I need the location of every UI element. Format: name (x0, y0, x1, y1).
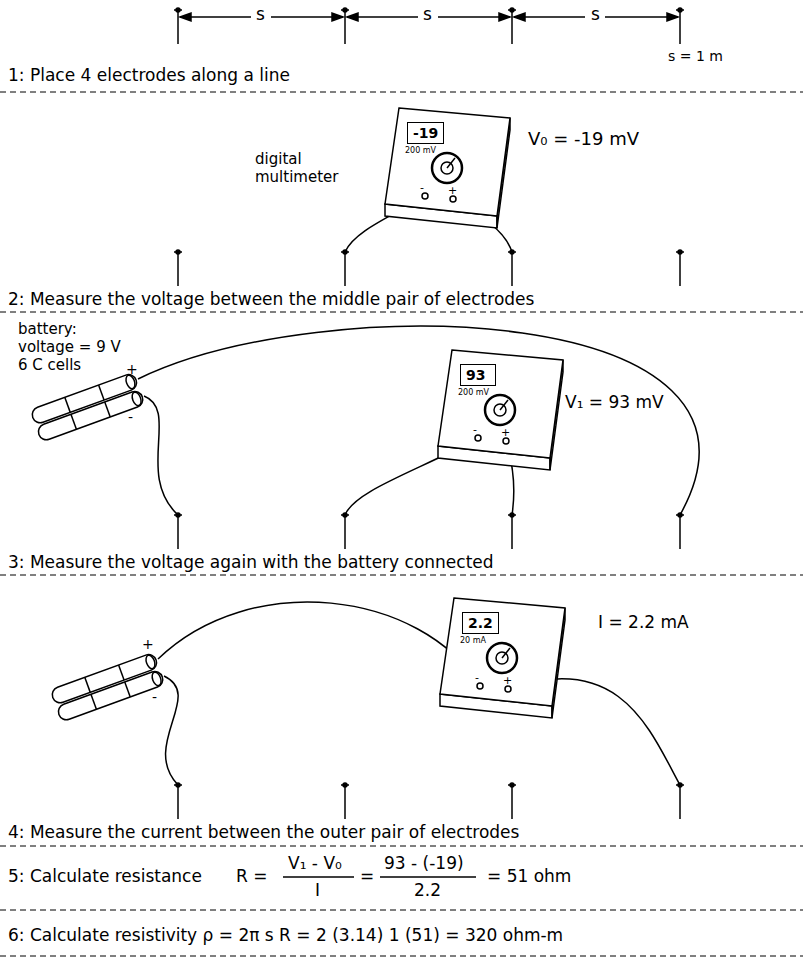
terminal-sign: + (501, 426, 510, 439)
terminal-sign: + (448, 184, 457, 197)
display-reading: 93 (466, 367, 485, 383)
step-caption: 2: Measure the voltage between the middl… (8, 289, 534, 309)
meter-display: 93 (460, 364, 496, 386)
electrode (676, 513, 684, 549)
display-reading: -19 (413, 125, 438, 141)
instrument-label: digital multimeter (255, 150, 355, 186)
dimension-label: s (423, 4, 432, 24)
meter-display: 2.2 (462, 612, 499, 634)
terminal-sign: - (152, 689, 157, 706)
electrode (508, 8, 516, 44)
battery-label: battery: (18, 320, 77, 338)
terminal-sign: - (420, 181, 424, 194)
formula-part: I (315, 880, 320, 900)
terminal-sign: - (128, 409, 133, 426)
formula-part: R = (236, 866, 267, 886)
separator (0, 956, 803, 957)
battery (50, 652, 165, 722)
formula-part: V₁ - V₀ (288, 853, 342, 873)
step-caption: 6: Calculate resistivity ρ = 2π s R = 2 … (8, 925, 563, 945)
electrode (341, 8, 349, 44)
terminal-sign: - (475, 671, 479, 684)
electrode (676, 250, 684, 286)
electrode (341, 250, 349, 286)
arrowhead (332, 13, 343, 21)
dimension-label: s (256, 4, 265, 24)
separator (0, 575, 803, 576)
terminal-sign: - (473, 423, 477, 436)
wire (138, 326, 699, 515)
step-caption: 4: Measure the current between the outer… (8, 822, 519, 842)
electrode (508, 783, 516, 819)
multimeter (440, 598, 565, 718)
formula-part: = (360, 866, 374, 886)
battery (30, 372, 145, 442)
electrode (341, 513, 349, 549)
multimeter (385, 108, 510, 228)
fraction-bar (283, 876, 354, 878)
electrode (174, 783, 182, 819)
electrode (676, 783, 684, 819)
arrowhead (514, 13, 525, 21)
separator (0, 910, 803, 911)
arrowhead (347, 13, 358, 21)
spacing-note: s = 1 m (668, 48, 723, 65)
separator (0, 846, 803, 847)
reading: I = 2.2 mA (598, 612, 689, 632)
step-caption: 3: Measure the voltage again with the ba… (8, 552, 494, 572)
wire (164, 676, 178, 785)
formula-part: = 51 ohm (487, 866, 571, 886)
battery-label: voltage = 9 V (18, 338, 121, 356)
terminal-sign: + (126, 361, 138, 378)
formula-part: 93 - (-19) (384, 853, 464, 873)
dimension-label: s (591, 4, 600, 24)
electrode (174, 8, 182, 44)
range-label: 200 mV (458, 388, 489, 398)
formula-part: 2.2 (414, 880, 441, 900)
electrode (676, 8, 684, 44)
range-label: 20 mA (460, 636, 486, 646)
arrowhead (499, 13, 510, 21)
terminal-sign: + (503, 674, 512, 687)
reading: V₀ = -19 mV (528, 128, 639, 150)
electrode (341, 783, 349, 819)
electrode (508, 250, 516, 286)
battery-label: 6 C cells (18, 356, 81, 374)
electrode (174, 513, 182, 549)
electrode (508, 513, 516, 549)
step-caption: 5: Calculate resistance (8, 866, 202, 886)
step-caption: 1: Place 4 electrodes along a line (8, 65, 290, 85)
meter-display: -19 (407, 122, 444, 144)
reading: V₁ = 93 mV (565, 392, 664, 412)
wire (144, 396, 178, 515)
separator (0, 92, 803, 93)
wire (158, 602, 480, 686)
multimeter (438, 350, 563, 470)
arrowhead (180, 13, 191, 21)
fraction-bar (380, 876, 476, 878)
display-reading: 2.2 (468, 615, 493, 631)
separator (0, 312, 803, 313)
range-label: 200 mV (405, 146, 436, 156)
arrowhead (667, 13, 678, 21)
terminal-sign: + (142, 636, 154, 653)
electrode (174, 250, 182, 286)
